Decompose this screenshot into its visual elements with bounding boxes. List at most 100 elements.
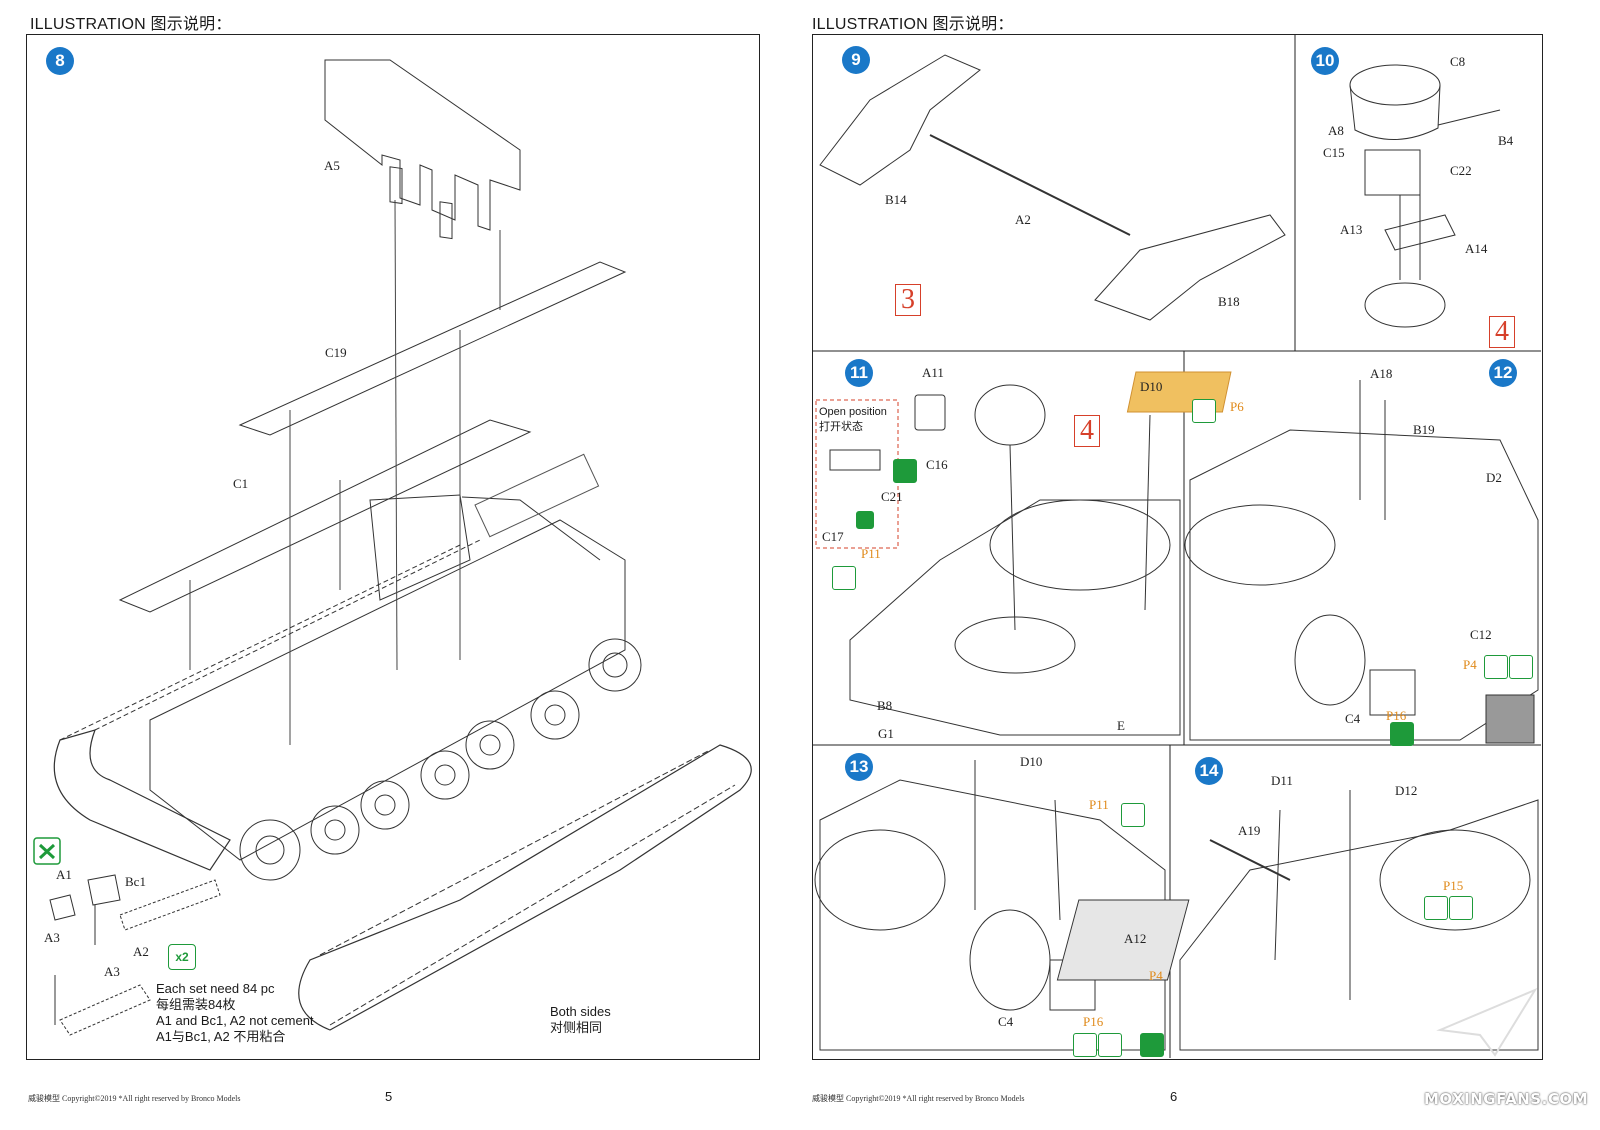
label-c17: C17: [822, 529, 844, 544]
label-bc1: Bc1: [125, 874, 146, 889]
label-d10-s13: D10: [1020, 754, 1043, 769]
label-c8: C8: [1450, 54, 1466, 69]
note-line-3: A1 and Bc1, A2 not cement: [156, 1013, 314, 1028]
step-14-hull: [1179, 799, 1539, 1051]
road-wheels: [239, 638, 642, 881]
label-g1: G1: [878, 726, 894, 741]
ref-box-s9: 3: [895, 284, 921, 316]
label-d2: D2: [1486, 470, 1502, 485]
label-p6: P6: [1230, 399, 1244, 414]
step-10-badge: 10: [1311, 47, 1339, 75]
label-a5: A5: [324, 158, 340, 173]
open-position-note: Open position 打开状态: [819, 405, 887, 435]
c1-plate: [118, 419, 532, 613]
label-e: E: [1117, 718, 1125, 733]
both-sides-line-2: 对侧相同: [550, 1020, 603, 1035]
no-glue-icon: [1390, 722, 1414, 746]
label-a2-s9: A2: [1015, 212, 1031, 227]
label-p15: P15: [1443, 878, 1464, 893]
label-c15: C15: [1323, 145, 1345, 160]
glue-icon: [1121, 803, 1145, 827]
label-a11: A11: [922, 365, 944, 380]
label-a3-second: A3: [104, 964, 120, 979]
step-9-badge: 9: [842, 46, 870, 74]
track-note: Each set need 84 pc 每组需装84枚 A1 and Bc1, …: [156, 981, 314, 1045]
watermark-plane-icon: [1436, 987, 1538, 1057]
ref-box-s11: 4: [1074, 415, 1100, 447]
hull-body: [149, 519, 626, 861]
step-13-hull: [819, 779, 1166, 1051]
label-c21: C21: [881, 489, 903, 504]
label-c4-s12: C4: [1345, 711, 1361, 726]
label-c4-s13: C4: [998, 1014, 1014, 1029]
note-line-4: A1与Bc1, A2 不用粘合: [156, 1029, 286, 1044]
glue-icon: [832, 566, 856, 590]
multiplier-badge: x2: [168, 944, 196, 970]
open-line-2: 打开状态: [819, 421, 863, 433]
label-d10-s11: D10: [1140, 379, 1163, 394]
label-a14: A14: [1465, 241, 1488, 256]
right-page-number: 6: [1170, 1089, 1178, 1104]
turret-c8: [1349, 64, 1441, 106]
left-footer: 威骏模型 Copyright©2019 *All right reserved …: [28, 1094, 241, 1103]
ref-box-s10: 4: [1489, 316, 1515, 348]
watermark: MOXINGFANS.COM: [1423, 1090, 1588, 1108]
step-8-frame: [26, 34, 760, 1060]
label-p16-s13: P16: [1083, 1014, 1104, 1029]
step-11-badge: 11: [845, 359, 873, 387]
both-sides-line-1: Both sides: [550, 1004, 611, 1019]
no-glue-icon: [856, 511, 874, 529]
step-8-badge: 8: [46, 47, 74, 75]
note-line-2: 每组需装84枚: [156, 997, 236, 1012]
label-a12: A12: [1124, 931, 1147, 946]
label-c22: C22: [1450, 163, 1472, 178]
left-page-number: 5: [385, 1089, 393, 1104]
label-p16-s12: P16: [1386, 708, 1407, 723]
label-a1: A1: [56, 867, 72, 882]
b14-part: [819, 54, 981, 186]
label-b18: B18: [1218, 294, 1240, 309]
fold-icon: [1484, 655, 1508, 679]
both-sides-note: Both sides 对侧相同: [550, 1004, 611, 1036]
step-14-badge: 14: [1195, 757, 1223, 785]
step-13-badge: 13: [845, 753, 873, 781]
label-c19: C19: [325, 345, 347, 360]
glue-icon: [1449, 896, 1473, 920]
label-c1: C1: [233, 476, 249, 491]
fold-icon: [1073, 1033, 1097, 1057]
track-loop: [298, 744, 752, 1031]
label-d11: D11: [1271, 773, 1293, 788]
fold-icon: [1424, 896, 1448, 920]
label-a3: A3: [44, 930, 60, 945]
no-glue-icon: [893, 459, 917, 483]
a5-plate: [324, 59, 521, 231]
label-a2: A2: [133, 944, 149, 959]
no-glue-icon: [1140, 1033, 1164, 1057]
right-page-frame: [812, 34, 1543, 1060]
glue-icon: [1509, 655, 1533, 679]
c19-strip: [238, 261, 627, 436]
label-c12: C12: [1470, 627, 1492, 642]
label-b8: B8: [877, 698, 893, 713]
step-12-badge: 12: [1489, 359, 1517, 387]
label-a13: A13: [1340, 222, 1363, 237]
open-line-1: Open position: [819, 406, 887, 418]
glue-icon: [1098, 1033, 1122, 1057]
label-p4-s12: P4: [1463, 657, 1477, 672]
step-12-hull: [1189, 429, 1539, 741]
left-track: [53, 729, 231, 871]
right-page-header: ILLUSTRATION 图示说明：: [812, 16, 1014, 33]
left-page-header: ILLUSTRATION 图示说明：: [30, 16, 232, 33]
label-d12: D12: [1395, 783, 1418, 798]
label-c16: C16: [926, 457, 948, 472]
label-p11-s11: P11: [861, 546, 881, 561]
glue-icon: [1192, 399, 1216, 423]
label-a18: A18: [1370, 366, 1393, 381]
label-a8: A8: [1328, 123, 1344, 138]
step-11-hull: [849, 499, 1181, 736]
note-line-1: Each set need 84 pc: [156, 981, 275, 996]
label-a19: A19: [1238, 823, 1261, 838]
label-p4-s13: P4: [1149, 968, 1163, 983]
